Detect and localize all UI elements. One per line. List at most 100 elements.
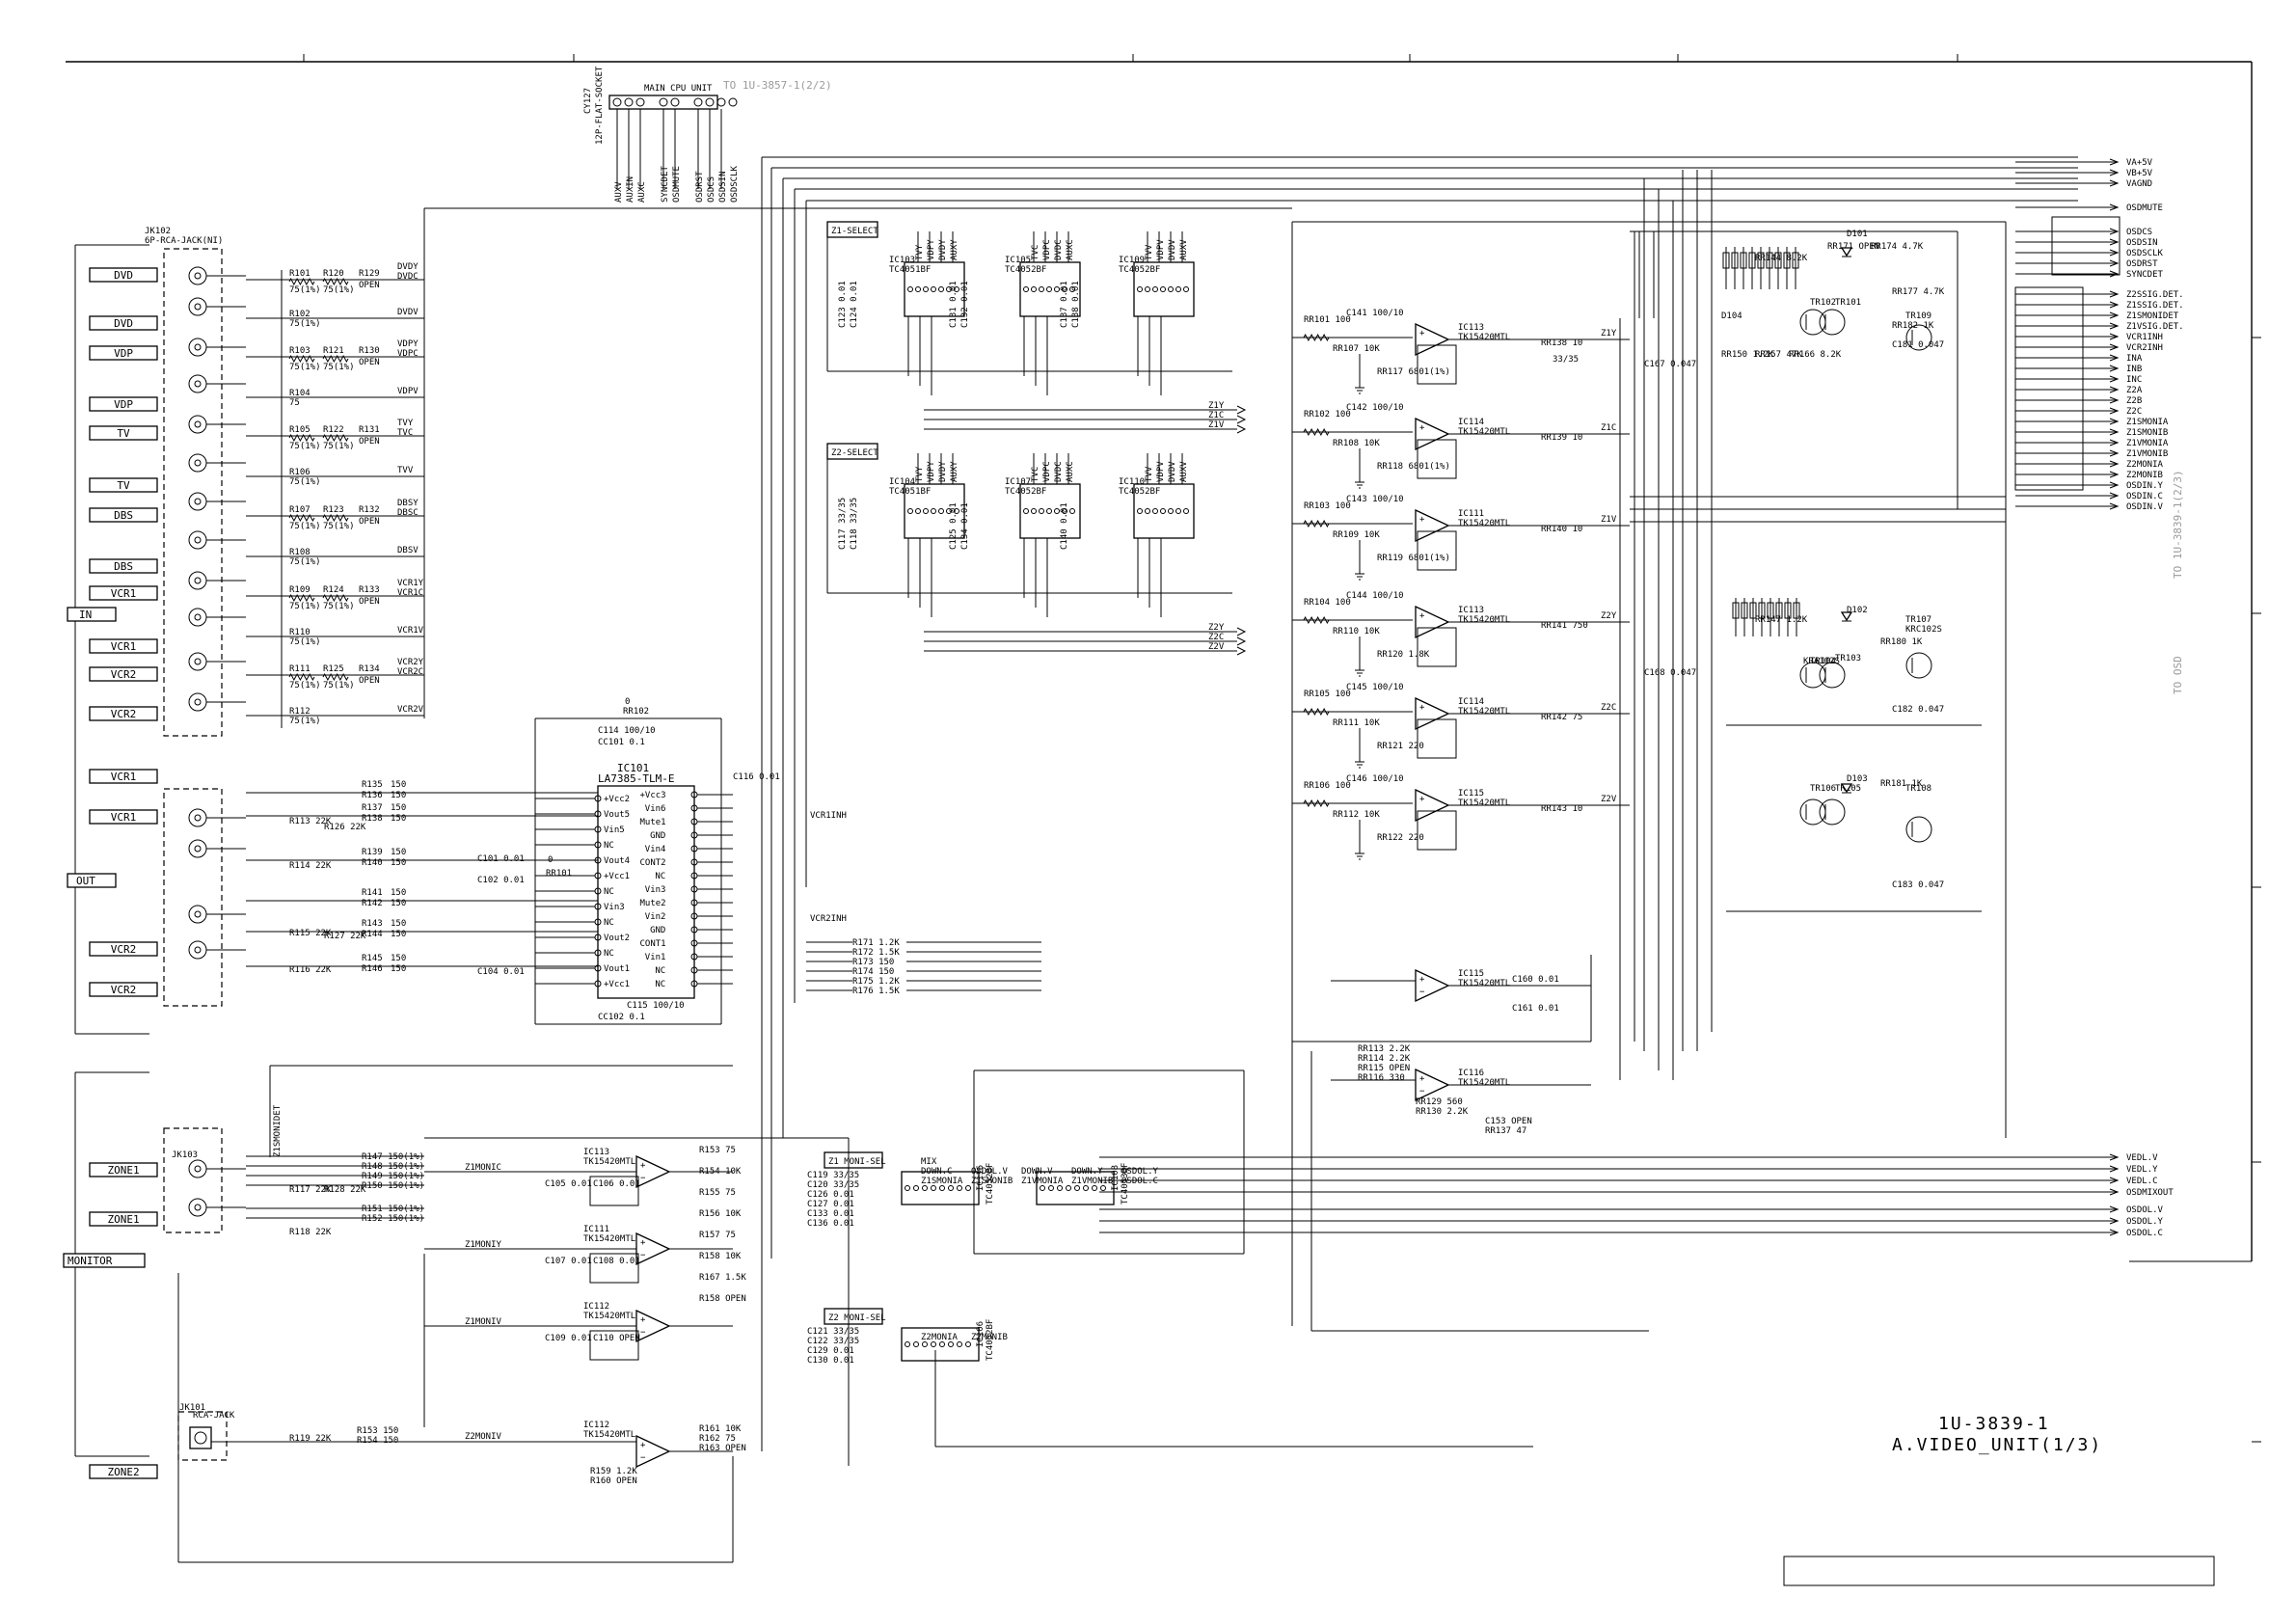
moni-sel-ic-pin <box>965 1341 971 1347</box>
rca-jack-pin <box>194 698 202 706</box>
moni-sel-ic-pin <box>957 1185 962 1191</box>
mux-ic-input: AUXY <box>950 239 959 260</box>
osd-bottom-arrow <box>2109 1165 2120 1173</box>
moni-sel-ic-ref: IC116 <box>976 1165 986 1191</box>
op-amp-plus: + <box>640 1315 646 1325</box>
vcr-out-resistor-a-value: 150 <box>391 954 406 963</box>
left-jack-label-text: VCR1 <box>111 811 137 824</box>
main-ic-right-pin: NC <box>655 966 665 976</box>
moni-sel-ic-pin <box>1040 1185 1045 1191</box>
main-ic-left-pin: +Vcc2 <box>604 795 630 804</box>
moni-sel-label: Z1 MONI-SEL <box>828 1157 886 1167</box>
mux-ic-pin <box>1160 286 1166 292</box>
mux-ic-input: AUXY <box>950 461 959 482</box>
select-block-cap: C117 33/35 <box>838 498 848 550</box>
osd-bottom-signal: VEDL.Y <box>2126 1165 2158 1175</box>
input-resistor-a <box>322 593 349 603</box>
vcr-out-resistor-a: R139 <box>362 848 383 857</box>
moni-sel-ic-pin <box>957 1341 962 1347</box>
detector-part: C167 0.047 <box>1644 360 1696 369</box>
rca-jack-circle <box>188 297 207 316</box>
moni-sel-ic-part: TC4052BF <box>986 1163 995 1204</box>
amp-r2: RR108 10K <box>1333 439 1380 448</box>
detector-resistor <box>1793 602 1800 619</box>
detector-part: RR171 OPEN <box>1827 242 1879 252</box>
osd-bottom-signals: VEDL.VVEDL.YVEDL.COSDMIXOUTOSDOL.VOSDOL.… <box>1099 1153 2174 1238</box>
lower-op-amp: +− <box>1415 968 1450 1003</box>
amp-rout: RR139 10 <box>1541 433 1582 443</box>
osd-signal-arrow <box>2109 365 2120 372</box>
left-jack-label: DVD <box>89 267 158 283</box>
osd-right-signal: OSDIN.V <box>2126 502 2164 512</box>
main-ic-right-pin: Mute2 <box>640 899 666 908</box>
input-resistor <box>288 593 315 603</box>
amp-cin: C144 100/10 <box>1346 591 1404 601</box>
detector-part: TR107 <box>1905 615 1931 625</box>
op-amp-minus: − <box>1419 807 1425 817</box>
bus-wiring <box>177 156 2078 1563</box>
input-resistor <box>288 433 315 443</box>
select-block-output: Z2C <box>1208 633 1224 642</box>
connector-type: 12P-FLAT-SOCKET <box>595 66 605 145</box>
main-ic-part: LA7385-TLM-E <box>598 772 674 785</box>
amp-op-amp: +− <box>1415 696 1450 731</box>
main-ic-left-pin: Vout2 <box>604 934 630 943</box>
mux-ic-pin <box>1046 286 1052 292</box>
amp-r3: RR118 6801(1%) <box>1377 462 1450 472</box>
mux-ic-pin <box>1031 286 1037 292</box>
osd-signal-arrow <box>2109 249 2120 257</box>
input-resistor-value: 75 <box>289 398 300 408</box>
detector-part: RR150 1.2K <box>1721 350 1774 360</box>
amp-output-name: Z2Y <box>1601 611 1617 621</box>
mux-ic-pin <box>1054 286 1060 292</box>
detector-part: TR109 <box>1905 311 1931 321</box>
lower-amp-ref: IC115 <box>1458 969 1484 979</box>
transistor-circle <box>1799 798 1826 826</box>
detector-resistor <box>1758 602 1766 619</box>
moni-sel-signal: DOWN.C <box>921 1167 953 1177</box>
mux-ic-pin <box>907 508 913 514</box>
input-resistor-o-value: OPEN <box>359 597 380 607</box>
transistor-circle <box>1799 309 1826 336</box>
left-jack-label: VCR2 <box>89 706 158 721</box>
osd-right-signal: Z1VMONIB <box>2126 449 2168 459</box>
rca-jack-pin <box>194 343 202 351</box>
mux-ic-pin <box>1175 286 1181 292</box>
amp-ic-ref: IC113 <box>1458 606 1484 615</box>
mux-ic-pin <box>907 286 913 292</box>
monitor-cap: C109 0.01 <box>545 1334 592 1343</box>
detector-resistor <box>1748 252 1756 269</box>
moni-sel-cap: C126 0.01 <box>807 1190 854 1200</box>
rca-jack-circle <box>188 266 207 285</box>
input-jack-ref: JK102 <box>145 227 171 236</box>
mux-ic-pin <box>1062 508 1067 514</box>
zone1-resistor: R128 22K <box>324 1185 366 1195</box>
amp-op-amp: +− <box>1415 322 1450 357</box>
main-ic-rtop: RR102 <box>623 707 649 717</box>
amp-rin: RR101 100 <box>1304 315 1351 325</box>
input-signal-name: VCR1V <box>397 626 424 636</box>
left-jack-label-text: TV <box>117 479 130 492</box>
lower-amp-part-label: C161 0.01 <box>1512 1004 1559 1014</box>
cpu-pin-label: AUXC <box>637 181 647 203</box>
osd-right-signal: INC <box>2126 375 2142 385</box>
main-ic-right-pin: NC <box>655 872 665 881</box>
moni-sel-ic-part: TC4053BF <box>1121 1163 1130 1204</box>
main-ic-right-pin: Vin2 <box>645 912 666 922</box>
mux-ic-input: VDPC <box>1042 461 1052 482</box>
moni-sel-ic-pin <box>948 1185 954 1191</box>
rca-jack-circle <box>188 692 207 712</box>
zone1-resistor: R118 22K <box>289 1228 332 1237</box>
detector-part: TR101 <box>1835 298 1861 308</box>
detector-resistor <box>1767 602 1774 619</box>
amp-ic-part: TK15420MTL <box>1458 333 1510 342</box>
osd-signal-arrow <box>2109 375 2120 383</box>
select-block-cap: C124 0.01 <box>850 281 859 328</box>
osd-right-signal: Z2MONIB <box>2126 471 2163 480</box>
